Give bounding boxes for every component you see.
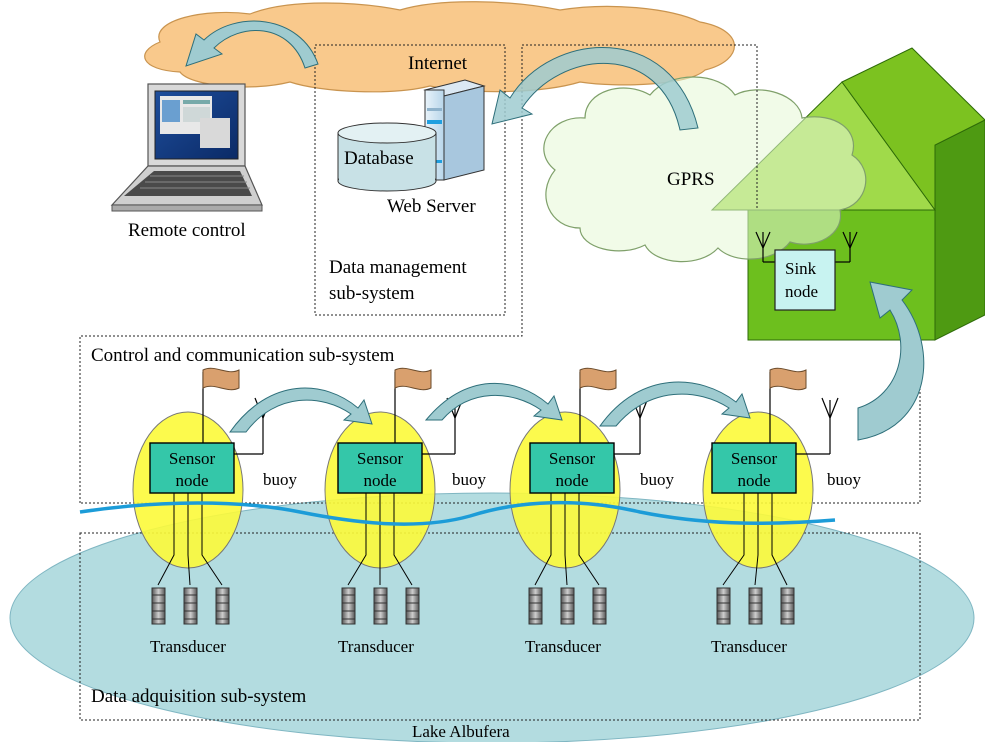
transducer-label: Transducer bbox=[525, 637, 601, 656]
flag-icon bbox=[769, 367, 807, 391]
sensor-node-label-line1: Sensor bbox=[169, 449, 216, 468]
arrow-lake-to-sink bbox=[857, 281, 925, 441]
transducer-wire bbox=[722, 493, 745, 586]
sensor-node-box bbox=[149, 442, 235, 494]
transducer-icon bbox=[780, 587, 795, 625]
sink-node-label-line1: Sink bbox=[785, 259, 817, 278]
sensor-node-label-line1: Sensor bbox=[357, 449, 404, 468]
laptop-icon bbox=[110, 83, 263, 212]
transducer-wire bbox=[754, 493, 759, 586]
transducer-icon bbox=[592, 587, 607, 625]
house-side bbox=[934, 119, 985, 341]
flag-icon bbox=[394, 367, 432, 391]
sensor-node-box bbox=[711, 442, 797, 494]
gprs-cloud bbox=[543, 76, 867, 263]
internet-label: Internet bbox=[408, 53, 468, 74]
arrow-gprs-to-server bbox=[491, 47, 699, 131]
sink-node-box bbox=[774, 249, 836, 311]
sensor-node-label-line1: Sensor bbox=[549, 449, 596, 468]
transducer-icon bbox=[405, 587, 420, 625]
gprs-label: GPRS bbox=[667, 169, 715, 190]
data-acquisition-box bbox=[79, 532, 921, 721]
database-label: Database bbox=[344, 148, 414, 169]
transducer-wire bbox=[534, 493, 552, 586]
data-acquisition-label: Data adquisition sub-system bbox=[91, 686, 307, 707]
transducer-label: Transducer bbox=[338, 637, 414, 656]
sensor-node-box bbox=[529, 442, 615, 494]
transducer-label: Transducer bbox=[711, 637, 787, 656]
transducer-icon bbox=[373, 587, 388, 625]
transducer-wire bbox=[201, 493, 223, 586]
flag-icon bbox=[202, 367, 240, 391]
transducer-wire bbox=[771, 493, 788, 586]
web-server-label: Web Server bbox=[387, 196, 476, 217]
flag-icon bbox=[579, 367, 617, 391]
transducer-icon bbox=[215, 587, 230, 625]
buoy-label: buoy bbox=[640, 470, 675, 489]
hop-arrow-1 bbox=[229, 387, 373, 433]
transducer-wire bbox=[187, 493, 191, 586]
sensor-node-label-line1: Sensor bbox=[731, 449, 778, 468]
lake-label: Lake Albufera bbox=[412, 722, 510, 741]
sensor-node-label-line2: node bbox=[175, 471, 208, 490]
sensor-node-box bbox=[337, 442, 423, 494]
buoy-label: buoy bbox=[827, 470, 862, 489]
transducer-icon bbox=[560, 587, 575, 625]
transducer-icon bbox=[183, 587, 198, 625]
remote-control-label: Remote control bbox=[128, 220, 246, 241]
transducer-icon bbox=[748, 587, 763, 625]
buoy-label: buoy bbox=[452, 470, 487, 489]
transducer-icon bbox=[716, 587, 731, 625]
data-management-box bbox=[314, 44, 506, 316]
control-communication-label: Control and communication sub-system bbox=[91, 345, 395, 366]
transducer-icon bbox=[528, 587, 543, 625]
transducer-wire bbox=[564, 493, 568, 586]
transducer-wire bbox=[157, 493, 175, 586]
data-management-label-line2: sub-system bbox=[329, 283, 415, 304]
data-management-label-line1: Data management bbox=[329, 257, 467, 278]
transducer-wire bbox=[393, 493, 413, 586]
sensor-node-label-line2: node bbox=[555, 471, 588, 490]
house-roof-side bbox=[841, 47, 985, 212]
transducer-icon bbox=[151, 587, 166, 625]
antenna-icon bbox=[821, 397, 831, 419]
antenna-icon bbox=[829, 397, 839, 419]
sensor-node-label-line2: node bbox=[363, 471, 396, 490]
hop-arrow-2 bbox=[424, 382, 563, 421]
arrow-internet-to-laptop bbox=[185, 20, 319, 69]
database-icon bbox=[337, 122, 437, 192]
internet-cloud bbox=[144, 1, 735, 93]
transducer-wire bbox=[347, 493, 367, 586]
buoy-label: buoy bbox=[263, 470, 298, 489]
transducer-icon bbox=[341, 587, 356, 625]
sink-node bbox=[755, 231, 858, 311]
sensor-node-label-line2: node bbox=[737, 471, 770, 490]
water-wave-line bbox=[79, 500, 836, 526]
transducer-wire bbox=[578, 493, 600, 586]
transducer-label: Transducer bbox=[150, 637, 226, 656]
sink-node-label-line2: node bbox=[785, 282, 818, 301]
hop-arrow-3 bbox=[599, 381, 751, 427]
